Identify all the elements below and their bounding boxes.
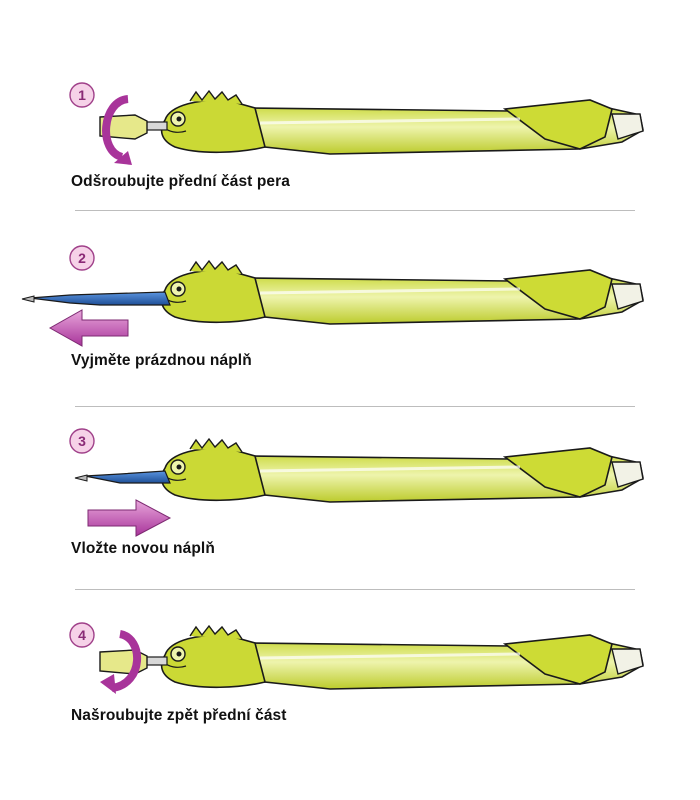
rotate-ccw-arrow-icon bbox=[102, 95, 132, 165]
pen-illustration bbox=[74, 437, 645, 504]
arrow-right-icon bbox=[87, 499, 172, 537]
step-number-badge: 1 bbox=[69, 82, 95, 108]
step-number-badge: 2 bbox=[69, 245, 95, 271]
step-1-illustration: 1 bbox=[69, 82, 645, 165]
arrow-left-icon bbox=[48, 309, 129, 347]
pen-illustration bbox=[99, 89, 645, 156]
step-3: 3 Vložte novou náplň bbox=[0, 418, 700, 608]
step-2-illustration: 2 bbox=[21, 245, 645, 347]
step-2: 2 Vyjměte prázdnou náplň bbox=[0, 220, 700, 410]
divider bbox=[75, 406, 635, 407]
step-caption: Našroubujte zpět přední část bbox=[71, 707, 287, 724]
step-number-badge: 4 bbox=[69, 622, 95, 648]
step-3-illustration: 3 bbox=[69, 428, 645, 537]
step-number-badge: 3 bbox=[69, 428, 95, 454]
step-caption: Odšroubujte přední část pera bbox=[71, 173, 290, 190]
step-4: 4 Našroubujte zpět přední část bbox=[0, 600, 700, 790]
step-number-text: 4 bbox=[78, 627, 86, 643]
pen-illustration bbox=[99, 624, 645, 691]
step-number-text: 2 bbox=[78, 250, 86, 266]
divider bbox=[75, 589, 635, 590]
step-caption: Vyjměte prázdnou náplň bbox=[71, 352, 252, 369]
step-1: 1 Odšroubujte přední část pera bbox=[0, 0, 700, 190]
step-number-text: 3 bbox=[78, 433, 86, 449]
step-number-text: 1 bbox=[78, 87, 86, 103]
step-4-illustration: 4 bbox=[69, 622, 645, 694]
divider bbox=[75, 210, 635, 211]
rotate-cw-arrow-icon bbox=[100, 630, 142, 694]
step-caption: Vložte novou náplň bbox=[71, 540, 215, 557]
pen-illustration bbox=[21, 259, 645, 326]
